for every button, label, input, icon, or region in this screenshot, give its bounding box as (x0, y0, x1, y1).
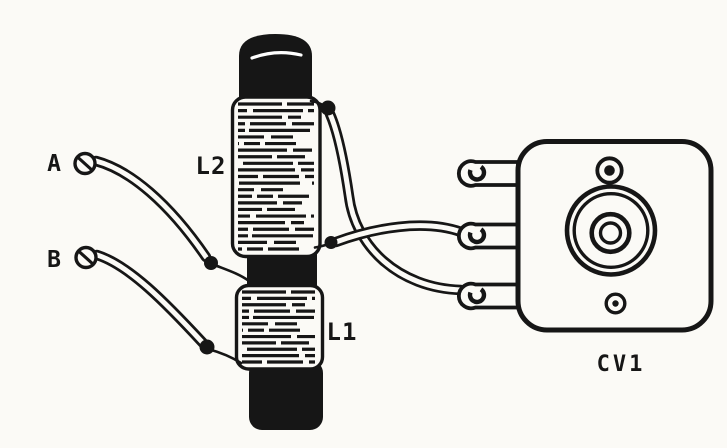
screw-top-icon (595, 156, 624, 185)
coil-l2 (230, 95, 322, 259)
ferrite-rod (239, 34, 323, 430)
rod-highlight (250, 51, 303, 60)
variable-capacitor (457, 139, 714, 333)
hookup-wires (90, 108, 467, 349)
junction-dot (324, 236, 338, 249)
coil-l1 (234, 283, 325, 371)
junction-dot (204, 256, 218, 270)
coil-l1-winding (242, 290, 315, 364)
screw-bottom-icon (604, 292, 627, 315)
coil-l2-winding (238, 102, 314, 251)
terminal-b-icon (74, 245, 98, 270)
ferrite-rod-bottom (249, 360, 323, 430)
wire-l2-to-lower-lug-core (327, 111, 464, 293)
label-terminal-b: B (47, 247, 61, 273)
label-terminal-a: A (47, 151, 61, 177)
capacitor-lugs (457, 159, 520, 311)
label-coil-l1: L1 (327, 318, 358, 346)
ferrite-rod-top (239, 34, 312, 104)
wire-l2-to-middle-lug-core (333, 223, 464, 245)
solder-lug-bottom (457, 281, 520, 311)
label-capacitor: CV1 (597, 352, 646, 377)
junction-dot (199, 339, 215, 355)
junction-dot (320, 100, 336, 116)
lug-hole-hook (467, 225, 487, 245)
solder-lug-top (457, 159, 520, 188)
label-coil-l2: L2 (196, 152, 227, 180)
capacitor-body (515, 139, 714, 333)
solder-lug-middle (457, 221, 520, 251)
wire-b-core (94, 252, 206, 346)
wire-a-core (93, 158, 209, 260)
junction-dots (199, 100, 338, 355)
tuning-shaft-icon (564, 184, 658, 277)
lug-hole-hook (467, 163, 487, 182)
terminal-a-icon (73, 151, 97, 176)
lug-hole-hook (467, 285, 487, 305)
